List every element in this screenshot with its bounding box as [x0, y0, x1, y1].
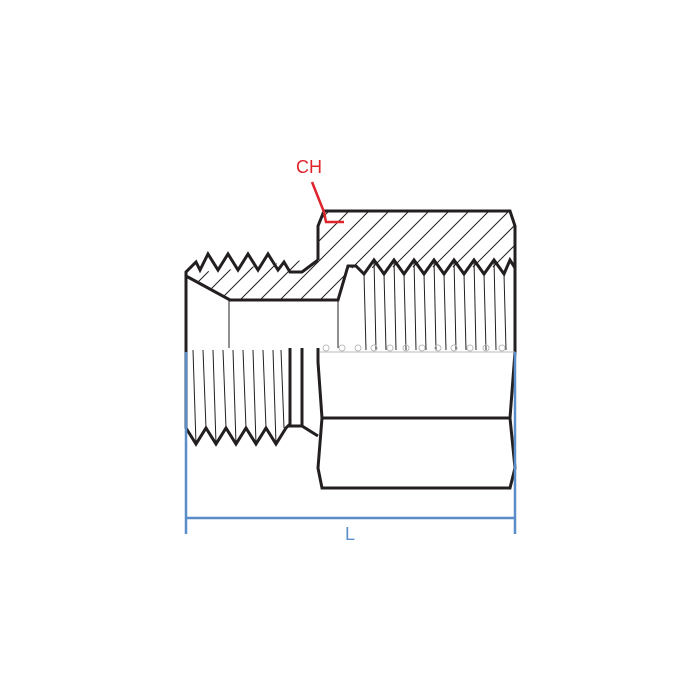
thread-lines [192, 259, 507, 445]
male-thread-upper [184, 250, 319, 352]
length-label: L [345, 524, 356, 544]
thread-centerline [320, 344, 515, 353]
section-hatching [186, 212, 515, 300]
hex-lower-body [316, 348, 517, 490]
hex-top-edge [316, 209, 517, 352]
length-dimension [184, 352, 517, 534]
hex-label: CH [296, 157, 322, 177]
bore-upper [185, 256, 517, 302]
hex-leader [310, 181, 344, 224]
